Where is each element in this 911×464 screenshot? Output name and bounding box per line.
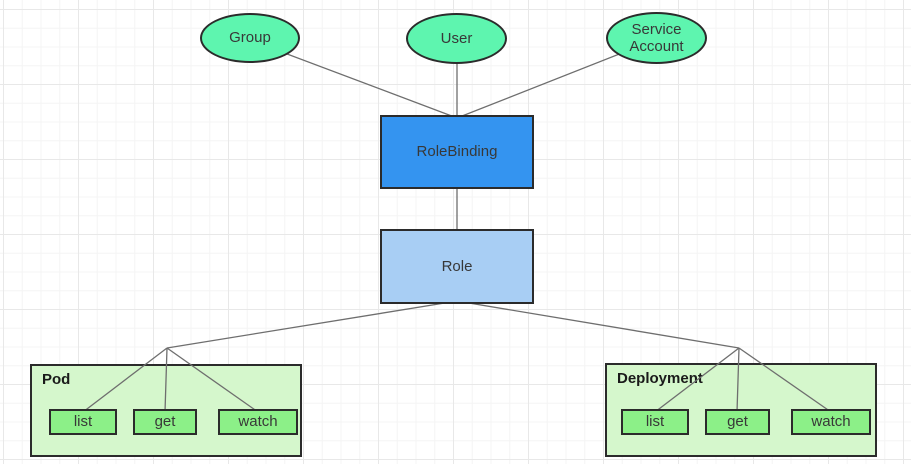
verb-box-deployment-list[interactable]: list [621, 409, 689, 435]
verb-label: watch [811, 413, 851, 431]
node-user-label: User [440, 29, 473, 47]
verb-box-pod-list[interactable]: list [49, 409, 117, 435]
connector-deployment-get[interactable] [736, 347, 740, 413]
container-label-deployment: Deployment [617, 370, 703, 387]
connector-deployment-list[interactable] [654, 347, 740, 413]
verb-box-pod-watch[interactable]: watch [218, 409, 298, 435]
node-user[interactable]: User [406, 13, 507, 64]
node-group[interactable]: Group [200, 13, 300, 63]
connector-role-pod[interactable] [166, 300, 458, 349]
verb-box-pod-get[interactable]: get [133, 409, 197, 435]
connector-deployment-watch[interactable] [738, 347, 832, 413]
verb-box-deployment-get[interactable]: get [705, 409, 770, 435]
connector-pod-list[interactable] [82, 347, 168, 413]
node-service-account-label: Service Account [629, 20, 684, 55]
node-group-label: Group [229, 29, 271, 47]
node-rolebinding[interactable]: RoleBinding [380, 115, 534, 189]
container-label-pod: Pod [42, 371, 71, 388]
verb-label: get [154, 413, 176, 431]
node-role-label: Role [441, 257, 473, 275]
verb-box-deployment-watch[interactable]: watch [791, 409, 871, 435]
node-rolebinding-label: RoleBinding [416, 143, 498, 161]
node-service-account[interactable]: Service Account [606, 12, 707, 64]
node-role[interactable]: Role [380, 229, 534, 304]
verb-label: list [73, 413, 93, 431]
connector-pod-get[interactable] [164, 347, 168, 413]
connector-role-deployment[interactable] [456, 300, 740, 349]
verb-label: list [645, 413, 665, 431]
verb-label: get [727, 413, 748, 431]
connector-pod-watch[interactable] [166, 347, 259, 413]
verb-label: watch [238, 413, 278, 431]
